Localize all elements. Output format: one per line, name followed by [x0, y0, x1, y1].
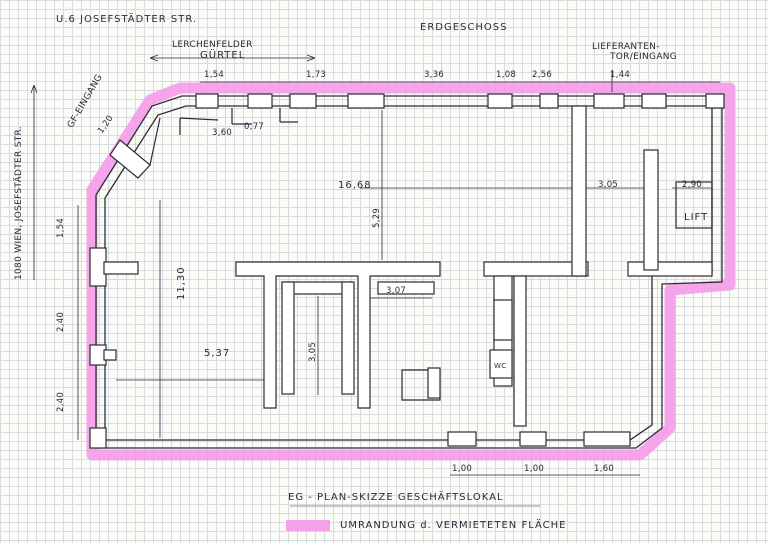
interior-walls	[235, 105, 713, 427]
dim-5-29: 5,29	[372, 207, 382, 228]
dimension-lines	[30, 54, 720, 476]
dim-left-2-40-lower: 2,40	[56, 391, 66, 412]
bottom-openings	[447, 431, 631, 447]
gf-entrance	[109, 108, 298, 179]
dim-16-68: 16,68	[338, 180, 372, 191]
top-openings	[195, 93, 725, 109]
dim-2-90: 2,90	[682, 180, 703, 190]
dim-top-1-54: 1,54	[204, 70, 225, 80]
street-label-top-left: U.6 JOSEFSTÄDTER STR.	[56, 14, 198, 25]
dim-left-2-40-upper: 2,40	[56, 311, 66, 332]
wc-label: WC	[494, 362, 507, 370]
dim-bottom-1-00-left: 1,00	[452, 464, 473, 474]
caption-title: EG - PLAN-SKIZZE GESCHÄFTSLOKAL	[288, 492, 504, 503]
legend-label: UMRANDUNG d. VERMIETETEN FLÄCHE	[340, 520, 567, 531]
dim-left-1-54: 1,54	[56, 217, 66, 238]
rented-area-outline	[86, 82, 736, 461]
lift-label: LIFT	[684, 212, 709, 223]
dim-5-37: 5,37	[204, 348, 231, 359]
dim-11-30: 11,30	[176, 266, 187, 300]
street-label-guertel: GÜRTEL	[200, 50, 246, 61]
dim-3-07: 3,07	[386, 286, 407, 296]
left-openings	[89, 247, 139, 449]
dim-3-60: 3,60	[212, 128, 233, 138]
legend-swatch	[286, 520, 330, 531]
dim-top-1-08: 1,08	[496, 70, 517, 80]
dim-bottom-1-00-right: 1,00	[524, 464, 545, 474]
lieferanten-label-line1: LIEFERANTEN-	[592, 42, 660, 52]
dim-bottom-1-60: 1,60	[594, 464, 615, 474]
street-label-lerchenfelder: LERCHENFELDER	[172, 40, 253, 50]
street-label-left: 1080 WIEN, JOSEFSTÄDTER STR.	[14, 126, 24, 280]
dim-top-3-36: 3,36	[424, 70, 445, 80]
dim-top-1-73: 1,73	[306, 70, 327, 80]
dim-top-2-56: 2,56	[532, 70, 553, 80]
floor-title: ERDGESCHOSS	[420, 22, 508, 33]
dim-3-05-top: 3,05	[598, 180, 619, 190]
lieferanten-label-line2: TOR/EINGANG	[610, 52, 678, 62]
dim-0-77: 0,77	[244, 122, 265, 132]
dim-3-05-inner: 3,05	[308, 341, 318, 362]
dim-top-1-44: 1,44	[610, 70, 631, 80]
